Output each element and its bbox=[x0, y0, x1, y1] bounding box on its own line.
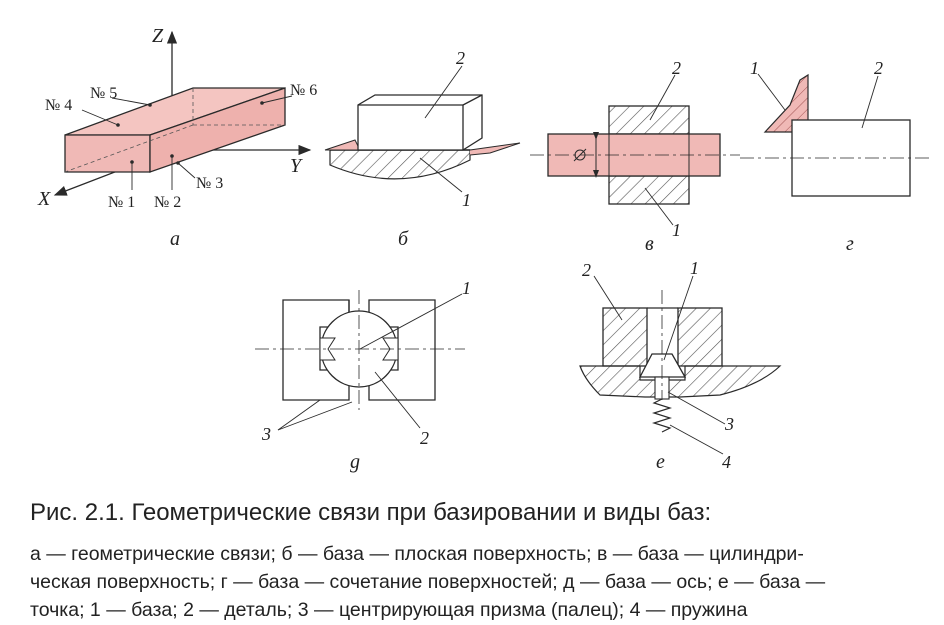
y-axis-label: Y bbox=[290, 155, 303, 177]
panel-d-axis-base: 1 2 3 g bbox=[255, 278, 471, 473]
panel-label-e: е bbox=[656, 451, 665, 473]
callout-e-4: 4 bbox=[722, 452, 731, 472]
callout-b-2: 2 bbox=[456, 48, 465, 68]
surface-label-4: № 4 bbox=[45, 97, 72, 114]
callout-e-2: 2 bbox=[582, 260, 591, 280]
callout-g-1: 1 bbox=[750, 58, 759, 78]
panel-label-g: г bbox=[846, 233, 854, 255]
panel-g-combined-surfaces: 1 2 г bbox=[740, 58, 930, 255]
callout-b-1: 1 bbox=[462, 190, 471, 210]
callout-d-3: 3 bbox=[261, 424, 271, 444]
figure-caption-title: Рис. 2.1. Геометрические связи при базир… bbox=[30, 499, 712, 526]
callout-e-1: 1 bbox=[690, 258, 699, 278]
z-axis-label: Z bbox=[152, 25, 164, 47]
box-front-face bbox=[64, 134, 151, 173]
callout-e-3: 3 bbox=[724, 414, 734, 434]
panel-b-flat-surface: 2 1 б bbox=[324, 48, 521, 250]
caption-line-3: точка; 1 — база; 2 — деталь; 3 — центрир… bbox=[30, 599, 748, 621]
figure-drawings: Z Y X № 4 № 5 № 6 № 1 № 2 № 3 bbox=[37, 25, 930, 473]
panel-v-cylindrical-surface: 2 1 в bbox=[530, 58, 740, 255]
figure-caption-body: а — геометрические связи; б — база — пло… bbox=[30, 540, 930, 624]
panel-a-geometric-links: Z Y X № 4 № 5 № 6 № 1 № 2 № 3 bbox=[37, 25, 317, 250]
surface-label-1: № 1 bbox=[108, 194, 135, 211]
panel-label-d: g bbox=[350, 451, 360, 473]
panel-e-point-base: 2 1 3 4 е bbox=[579, 258, 782, 473]
surface-label-3: № 3 bbox=[196, 175, 223, 192]
x-axis-label: X bbox=[37, 188, 51, 210]
caption-line-1: а — геометрические связи; б — база — пло… bbox=[30, 543, 804, 565]
surface-label-5: № 5 bbox=[90, 85, 117, 102]
panel-label-b: б bbox=[398, 228, 409, 250]
surface-label-2: № 2 bbox=[154, 194, 181, 211]
panel-label-v: в bbox=[645, 233, 654, 255]
surface-label-6: № 6 bbox=[290, 82, 317, 99]
callout-g-2: 2 bbox=[874, 58, 883, 78]
callout-d-1: 1 bbox=[462, 278, 471, 298]
callout-d-2: 2 bbox=[420, 428, 429, 448]
caption-line-2: ческая поверхность; г — база — сочетание… bbox=[30, 571, 826, 593]
panel-label-a: а bbox=[170, 228, 180, 250]
callout-v-1: 1 bbox=[672, 220, 681, 240]
callout-v-2: 2 bbox=[672, 58, 681, 78]
